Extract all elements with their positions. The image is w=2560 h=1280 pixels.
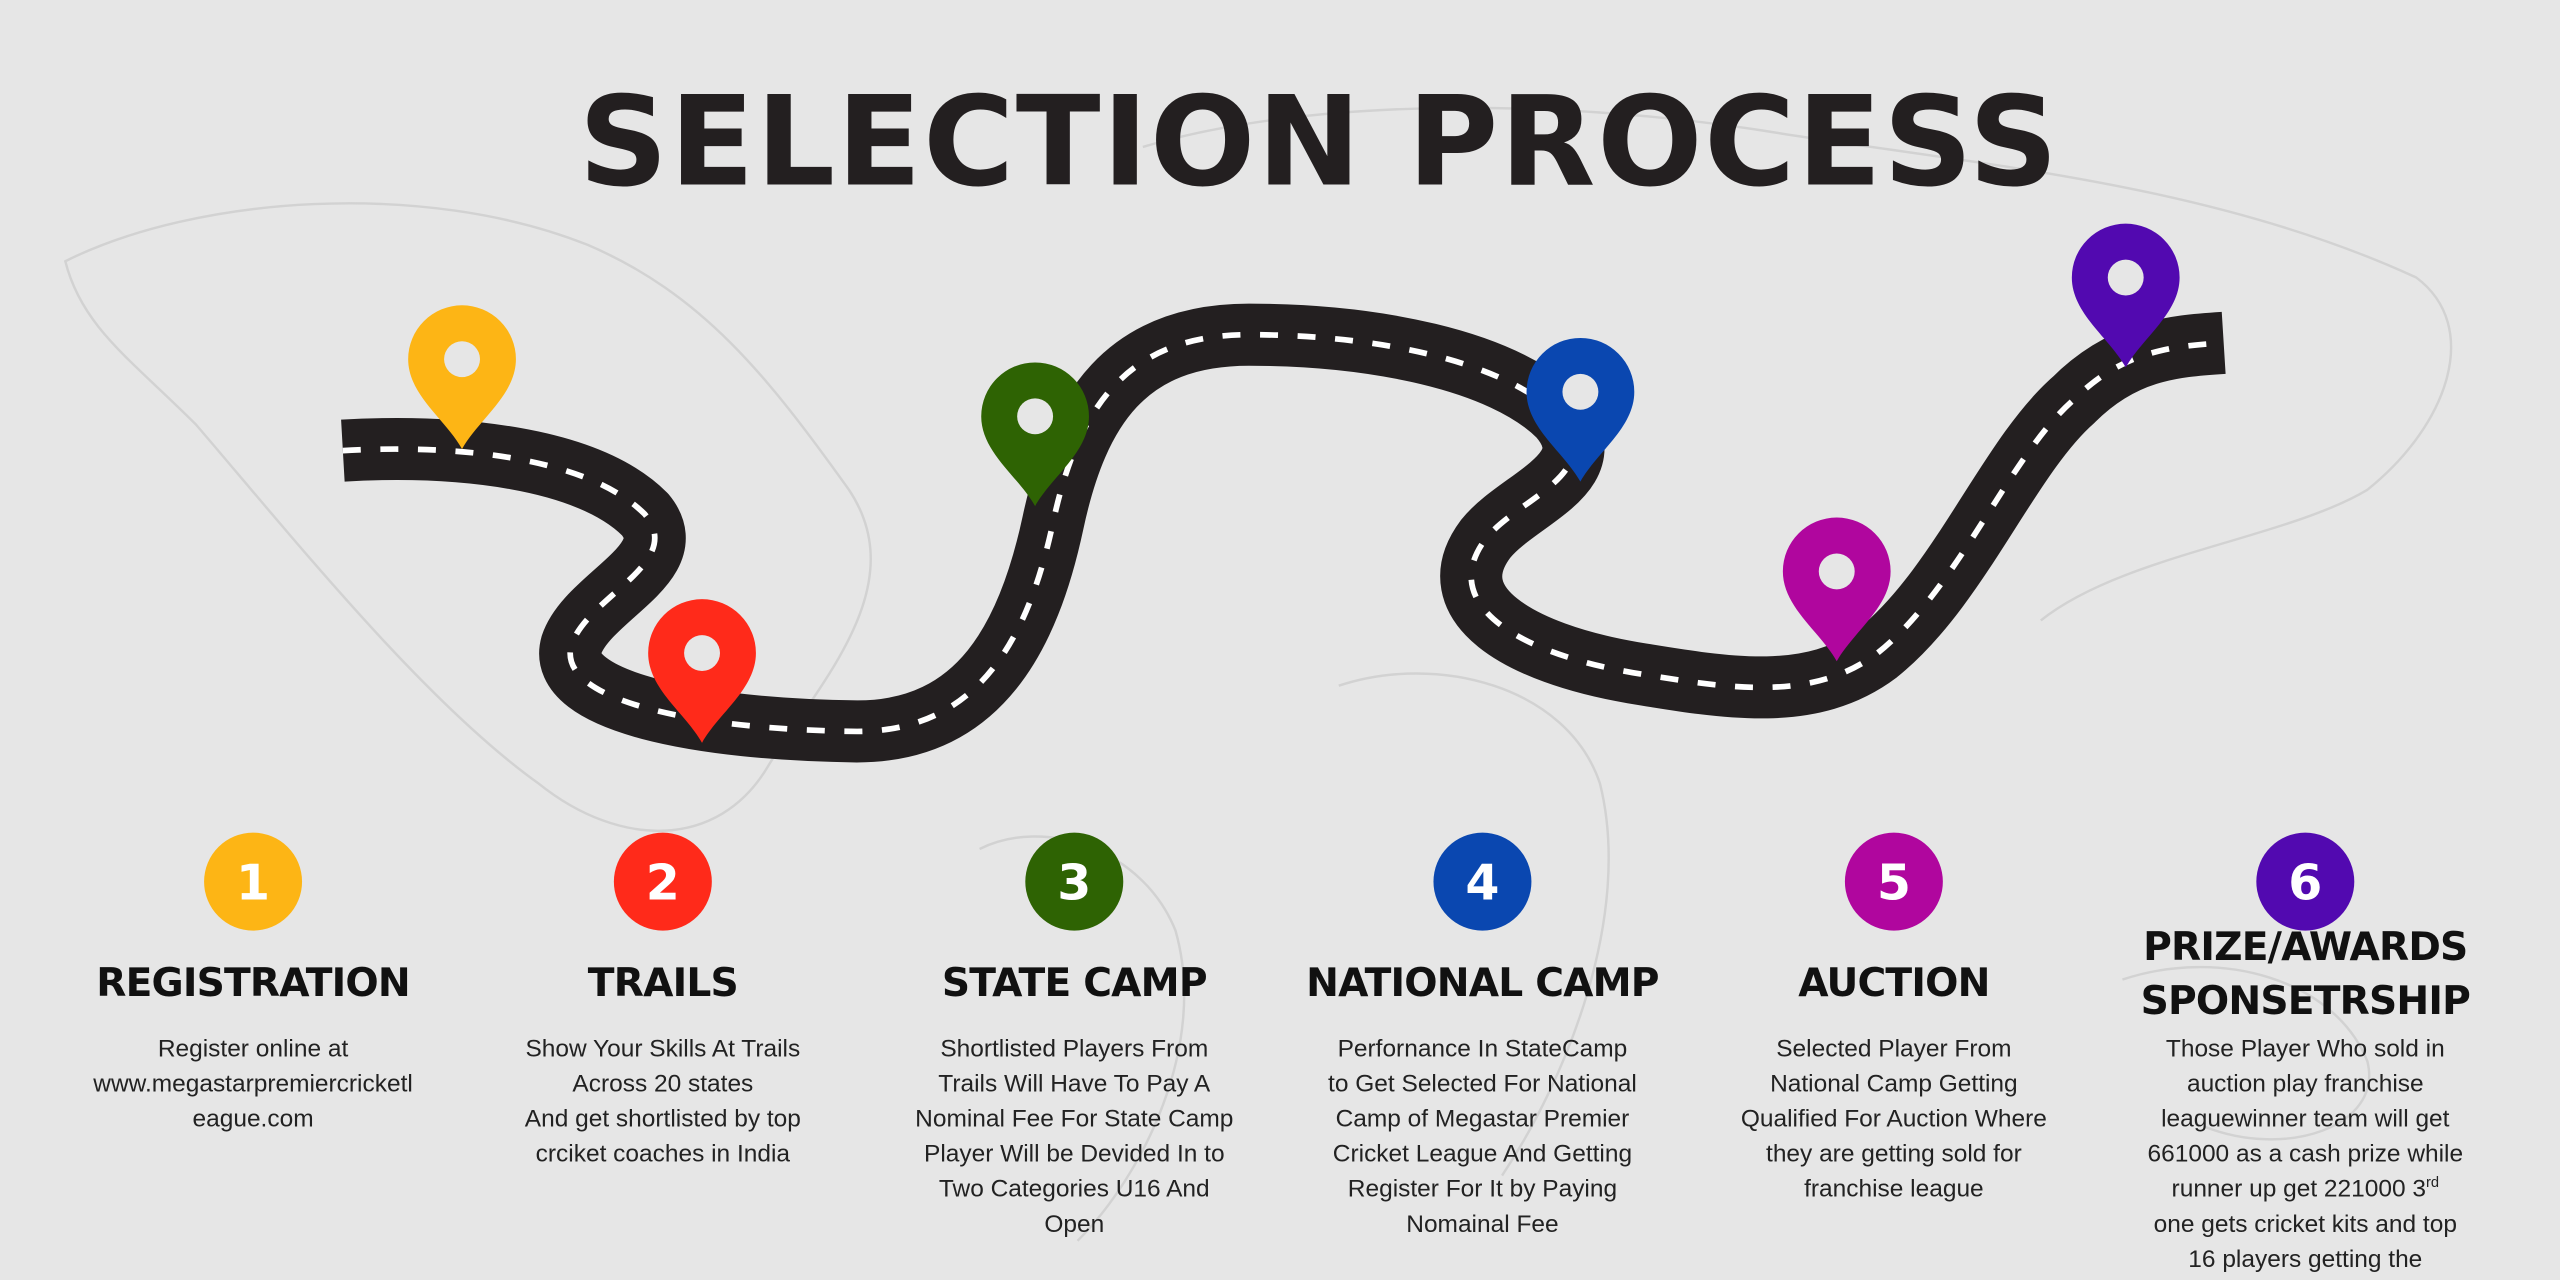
step-description-line: one gets cricket kits and top (2154, 1211, 2457, 1238)
step-description-line: Two Categories U16 And (939, 1176, 1210, 1203)
step-number-badge (1844, 832, 1943, 931)
description-text: franchise league (1804, 1176, 1984, 1203)
step-number: 4 (1465, 855, 1499, 912)
description-text: leaguewinner team will get (2161, 1106, 2450, 1133)
step-description-line: to Get Selected For National (1328, 1070, 1637, 1097)
step-number: 3 (1057, 855, 1091, 912)
step-heading: AUCTION (1798, 961, 1989, 1006)
step-description-line: Qualified For Auction Where (1741, 1106, 2047, 1133)
description-text: Register For It by Paying (1348, 1176, 1617, 1203)
description-text: eague.com (193, 1106, 314, 1133)
step-description-line: And get shortlisted by top (525, 1106, 801, 1133)
step-description-line: crciket coaches in India (536, 1141, 791, 1168)
description-text: Two Categories U16 And (939, 1176, 1210, 1203)
description-text: Selected Player From (1776, 1035, 2011, 1062)
description-text: 661000 as a cash prize while (2148, 1141, 2464, 1168)
description-text: Perfornance In StateCamp (1338, 1035, 1628, 1062)
step-description-line: franchise league (1804, 1176, 1984, 1203)
step-number-badge (204, 832, 303, 931)
description-text: Across 20 states (572, 1070, 753, 1097)
step-description-line: Nominal Fee For State Camp (915, 1106, 1233, 1133)
step-description-line: auction play franchise (2187, 1070, 2424, 1097)
description-text: to Get Selected For National (1328, 1070, 1637, 1097)
map-pin-icon-step-1 (408, 305, 516, 449)
superscript: rd (2426, 1175, 2439, 1191)
step-number: 2 (646, 855, 680, 912)
step-description-line: Register online at (158, 1035, 349, 1062)
step-description-line: Selected Player From (1776, 1035, 2011, 1062)
description-text: www.megastarpremiercricketl (92, 1070, 413, 1097)
map-pin-icon-step-3 (981, 362, 1089, 507)
world-map-background (63, 106, 2453, 1242)
step-description-line: Perfornance In StateCamp (1338, 1035, 1628, 1062)
map-pin-icon-step-5 (1782, 517, 1891, 662)
description-text: Trails Will Have To Pay A (938, 1070, 1211, 1097)
description-text: Cricket League And Getting (1333, 1141, 1632, 1168)
description-text: Those Player Who sold in (2166, 1035, 2445, 1062)
step-heading: REGISTRATION (96, 961, 410, 1006)
description-text: auction play franchise (2187, 1070, 2424, 1097)
description-text: 16 players getting the (2188, 1246, 2422, 1273)
step-description-line: Cricket League And Getting (1333, 1141, 1632, 1168)
description-text: Shortlisted Players From (940, 1035, 1208, 1062)
description-text: they are getting sold for (1766, 1141, 2022, 1168)
step-number: 6 (2288, 855, 2322, 912)
step-heading: SPONSETRSHIP (2141, 979, 2470, 1024)
step-description-line: they are getting sold for (1766, 1141, 2022, 1168)
description-text: crciket coaches in India (536, 1141, 791, 1168)
step-description-line: Nomainal Fee (1406, 1211, 1558, 1238)
step-description-line: 661000 as a cash prize while (2148, 1141, 2464, 1168)
step-description-line: Trails Will Have To Pay A (938, 1070, 1211, 1097)
description-text: Show Your Skills At Trails (525, 1035, 800, 1062)
description-text: Player Will be Devided In to (924, 1141, 1225, 1168)
step-description-line: www.megastarpremiercricketl (92, 1070, 413, 1097)
step-description-line: leaguewinner team will get (2161, 1106, 2450, 1133)
map-pin-icon-step-6 (2071, 223, 2180, 368)
step-description-line: runner up get 221000 3rd (2172, 1175, 2439, 1203)
description-text: Register online at (158, 1035, 349, 1062)
step-description-line: Shortlisted Players From (940, 1035, 1208, 1062)
step-number-badge (1025, 832, 1124, 931)
step-number-badge (613, 832, 712, 931)
step-description-line: Open (1044, 1211, 1104, 1238)
description-text: Nominal Fee For State Camp (915, 1106, 1233, 1133)
step-description-line: 16 players getting the (2188, 1246, 2422, 1273)
step-description-line: Show Your Skills At Trails (525, 1035, 800, 1062)
description-text: National Camp Getting (1770, 1070, 2018, 1097)
description-text: Open (1044, 1211, 1104, 1238)
map-pin-icon-step-2 (648, 599, 756, 743)
step-number-badge (1433, 832, 1532, 931)
description-text: runner up get 221000 3 (2172, 1176, 2426, 1203)
step-heading: TRAILS (588, 961, 738, 1006)
description-text: Camp of Megastar Premier (1336, 1106, 1630, 1133)
step-description-line: Across 20 states (572, 1070, 753, 1097)
description-text: one gets cricket kits and top (2154, 1211, 2457, 1238)
description-text: And get shortlisted by top (525, 1106, 801, 1133)
road-center-line (342, 331, 2224, 735)
step-number: 1 (236, 855, 270, 912)
step-heading: STATE CAMP (942, 961, 1207, 1006)
step-description-line: Player Will be Devided In to (924, 1141, 1225, 1168)
description-text: Nomainal Fee (1406, 1211, 1558, 1238)
step-number: 5 (1877, 855, 1911, 912)
map-pin-icon-step-4 (1526, 337, 1635, 482)
step-description-line: Camp of Megastar Premier (1336, 1106, 1630, 1133)
step-description-line: Register For It by Paying (1348, 1176, 1617, 1203)
page-title: SELECTION PROCESS (579, 70, 2060, 214)
step-description-line: Those Player Who sold in (2166, 1035, 2445, 1062)
step-description-line: eague.com (193, 1106, 314, 1133)
step-number-badge (2256, 832, 2355, 931)
description-text: Qualified For Auction Where (1741, 1106, 2047, 1133)
step-description-line: National Camp Getting (1770, 1070, 2018, 1097)
step-heading: PRIZE/AWARDS (2143, 925, 2467, 970)
road (341, 303, 2226, 763)
step-heading: NATIONAL CAMP (1306, 961, 1659, 1006)
